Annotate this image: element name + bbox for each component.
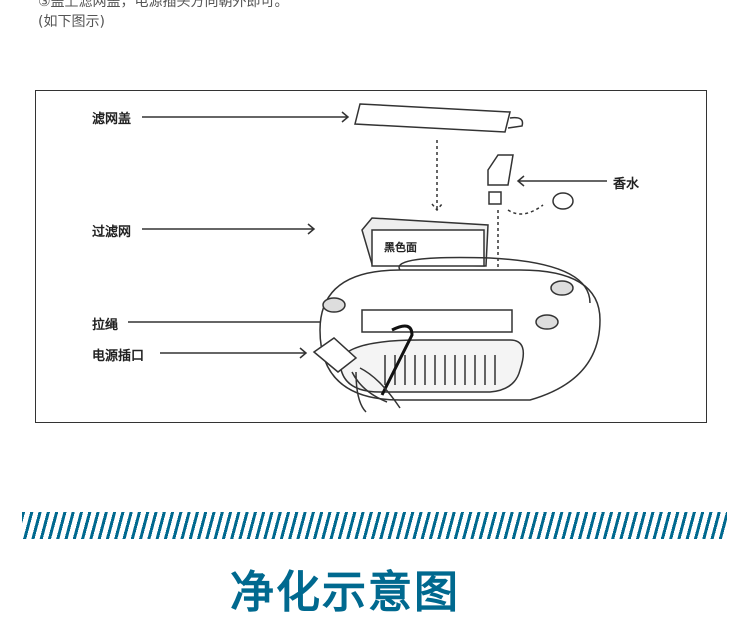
diagram-illustration [128,103,607,413]
arrow-perfume [516,175,607,187]
label-filter-cover: 滤网盖 [92,112,132,127]
decorative-stripe-divider [22,512,727,539]
label-power-socket: 电源插口 [92,349,145,364]
arrow-socket [160,347,308,359]
instruction-line: ③盖上滤网盖，电源插头方向朝外即可。 [38,0,289,10]
arrow-filter-cover [142,111,350,123]
assembly-diagram [35,90,707,423]
label-black-side: 黑色面 [384,241,417,254]
label-pull-cord: 拉绳 [92,318,119,333]
label-filter: 过滤网 [92,225,132,240]
arrow-filter [142,223,316,235]
section-title: 净化示意图 [230,567,460,618]
label-perfume: 香水 [613,177,640,192]
caption: (如下图示) [38,14,105,30]
